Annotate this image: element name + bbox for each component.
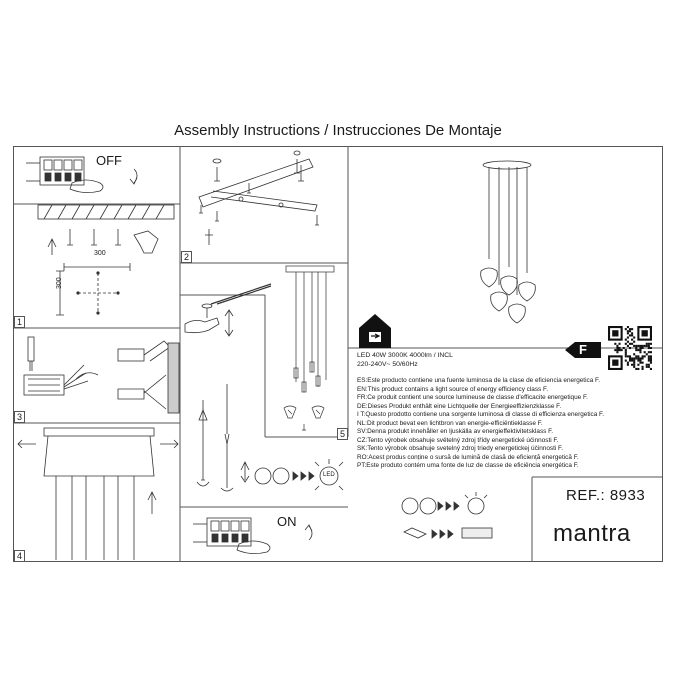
specs-line-2: 220-240V~ 50/60Hz — [357, 361, 418, 368]
instruction-sheet-frame — [13, 146, 663, 562]
hand-mounting-icon — [184, 283, 272, 337]
energy-statement-line: DE:Dieses Produkt enthält eine Lichtquel… — [357, 402, 562, 410]
step-number-3: 3 — [14, 411, 26, 423]
breaker-off-icon — [26, 156, 138, 193]
pendant-install-diagram — [283, 265, 335, 431]
on-label: ON — [277, 514, 297, 529]
energy-statement-line: I T:Questo prodotto contiene una sorgent… — [357, 411, 605, 419]
energy-statement-line: RO:Acest produs conține o sursă de lumin… — [357, 453, 579, 461]
breaker-on-icon — [193, 517, 313, 554]
panel-step-3: 3 — [14, 329, 180, 423]
energy-statement-line: SV:Denna produkt innehåller en ljuskälla… — [357, 428, 554, 436]
step-number-2: 2 — [181, 251, 193, 263]
step-number-4: 4 — [14, 550, 26, 562]
panel-product-drawing — [349, 147, 662, 347]
energy-statement-line: FR:Ce produit contient une source lumine… — [357, 394, 588, 402]
spacing-horizontal: 300 — [94, 250, 106, 257]
energy-statement-line: CZ:Tento výrobek obsahuje světelný zdroj… — [357, 436, 559, 444]
suspension-rods-diagram — [17, 427, 179, 560]
led-label-panel: LED — [323, 472, 335, 478]
panel-power-on: ON — [181, 508, 347, 561]
product-reference: REF.: 8933 — [566, 487, 646, 504]
house-energy-icon — [359, 314, 391, 348]
energy-statement-line: PT:Este produto contém uma fonte de luz … — [357, 462, 579, 470]
step-number-5: 5 — [337, 428, 349, 440]
off-label: OFF — [96, 153, 122, 168]
panel-step-5: 5 — [266, 264, 349, 440]
ceiling-drilling-diagram — [37, 204, 175, 316]
panel-power-off: OFF — [14, 147, 179, 203]
led-notice-diagram — [401, 492, 493, 539]
document-title: Assembly Instructions / Instrucciones De… — [174, 122, 502, 139]
specs-line-1: LED 40W 3000K 4000lm / INCL — [357, 352, 453, 359]
energy-statement-line: SK:Tento výrobok obsahuje svetelný zdroj… — [357, 445, 564, 453]
pendant-lamp-illustration — [480, 160, 536, 324]
panel-ceiling-fix — [181, 283, 272, 436]
qr-code-icon — [608, 326, 652, 370]
energy-class-label: F — [579, 342, 587, 357]
energy-statement-line: EN:This product contains a light source … — [357, 385, 548, 393]
energy-class-badge: F — [565, 342, 601, 358]
panel-step-4: 4 — [14, 424, 179, 562]
mounting-bracket-diagram — [198, 150, 319, 245]
panel-bulb-replace: LED — [181, 380, 347, 506]
energy-statement-line: NL:Dit product bevat een lichtbron van e… — [357, 419, 543, 427]
energy-statements: ES:Este producto contiene una fuente lum… — [357, 377, 604, 471]
energy-class-arrow-icon — [565, 342, 601, 358]
spacing-vertical: 300 — [56, 277, 63, 289]
energy-statement-line: ES:Este producto contiene una fuente lum… — [357, 377, 600, 384]
wiring-diagram — [23, 336, 180, 414]
led-replacement-diagram — [196, 384, 344, 492]
step-number-1: 1 — [14, 316, 26, 328]
brand-logo: mantra — [553, 520, 631, 547]
panel-step-1: 300 300 1 — [14, 204, 179, 328]
panel-step-2: 2 — [181, 147, 347, 263]
